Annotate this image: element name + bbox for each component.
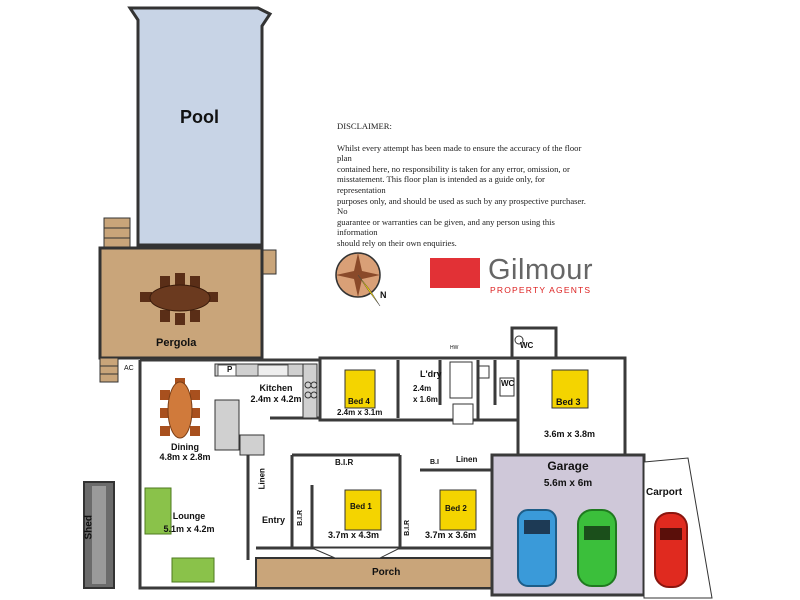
bed4-label: Bed 4 — [348, 397, 370, 406]
entry-label: Entry — [262, 515, 286, 525]
outdoor-dining-table — [140, 273, 218, 325]
pantry-label: P — [227, 365, 233, 374]
garage-label: Garage — [547, 459, 589, 473]
shed — [83, 481, 115, 589]
beds — [344, 369, 589, 531]
disclaimer-line: should rely on their own enquiries. — [337, 237, 457, 248]
pool-label: Pool — [180, 107, 219, 127]
linen-2-label: Linen — [456, 455, 478, 464]
bir-2-label: B.I.R — [335, 458, 354, 467]
dining-size: 4.8m x 2.8m — [159, 452, 211, 462]
bi-label: B.I — [430, 459, 439, 466]
disclaimer-line: guarantee or warranties can be given, an… — [337, 216, 555, 238]
disclaimer-line: Whilst every attempt has been made to en… — [337, 142, 582, 164]
linen-1-label: Linen — [257, 468, 267, 490]
disclaimer-line: contained here, no responsibility is tak… — [337, 163, 570, 174]
laundry-label: L'dry — [420, 369, 442, 379]
carport-label: Carport — [646, 487, 683, 498]
lounge-furniture — [144, 487, 215, 583]
disclaimer: DISCLAIMER: Whilst every attempt has bee… — [337, 121, 595, 249]
garage-size: 5.6m x 6m — [543, 478, 593, 489]
brand-name: Gilmour — [488, 254, 594, 286]
bed2-label: Bed 2 — [445, 504, 467, 513]
deck-steps — [103, 217, 277, 275]
laundry-size-2: x 1.6m — [413, 395, 438, 404]
bed3-size: 3.6m x 3.8m — [544, 429, 596, 439]
kitchen-bench — [214, 363, 318, 456]
hot-water-label: HW — [450, 345, 459, 351]
dining-label: Dining — [171, 442, 199, 452]
disclaimer-line: misstatement. This floor plan is intende… — [337, 174, 545, 195]
pool — [127, 6, 273, 247]
bathroom-fixtures — [449, 335, 524, 425]
disclaimer-line: purposes only, and should be used as suc… — [337, 195, 586, 217]
brand-tagline: PROPERTY AGENTS — [490, 285, 592, 295]
lounge-label: Lounge — [172, 511, 206, 521]
bed3-label: Bed 3 — [556, 397, 581, 407]
garage — [490, 453, 646, 597]
kitchen-size: 2.4m x 4.2m — [250, 394, 302, 404]
bed1-label: Bed 1 — [350, 502, 372, 511]
ac-label: AC — [124, 365, 134, 372]
pergola-label: Pergola — [156, 337, 197, 349]
disclaimer-heading: DISCLAIMER: — [337, 121, 392, 131]
compass-north-label: N — [380, 290, 387, 300]
wc1-label: WC — [520, 341, 534, 350]
bir-3-label: B.I.R — [404, 519, 412, 536]
cars — [517, 509, 688, 588]
bed1-size: 3.7m x 4.3m — [328, 530, 380, 540]
laundry-size-1: 2.4m — [413, 384, 432, 393]
porch-label: Porch — [372, 567, 401, 578]
wc2-label: WC — [501, 379, 515, 388]
bed2-size: 3.7m x 3.6m — [425, 530, 477, 540]
compass-icon — [335, 252, 381, 307]
bed4-size: 2.4m x 3.1m — [337, 408, 383, 417]
bir-1-label: B.I.R — [297, 509, 305, 526]
shed-label: Shed — [83, 515, 95, 540]
dining-table — [160, 378, 200, 439]
lounge-size: 5.1m x 4.2m — [163, 524, 215, 534]
kitchen-label: Kitchen — [259, 383, 293, 393]
brand-logo-mark — [430, 258, 480, 288]
